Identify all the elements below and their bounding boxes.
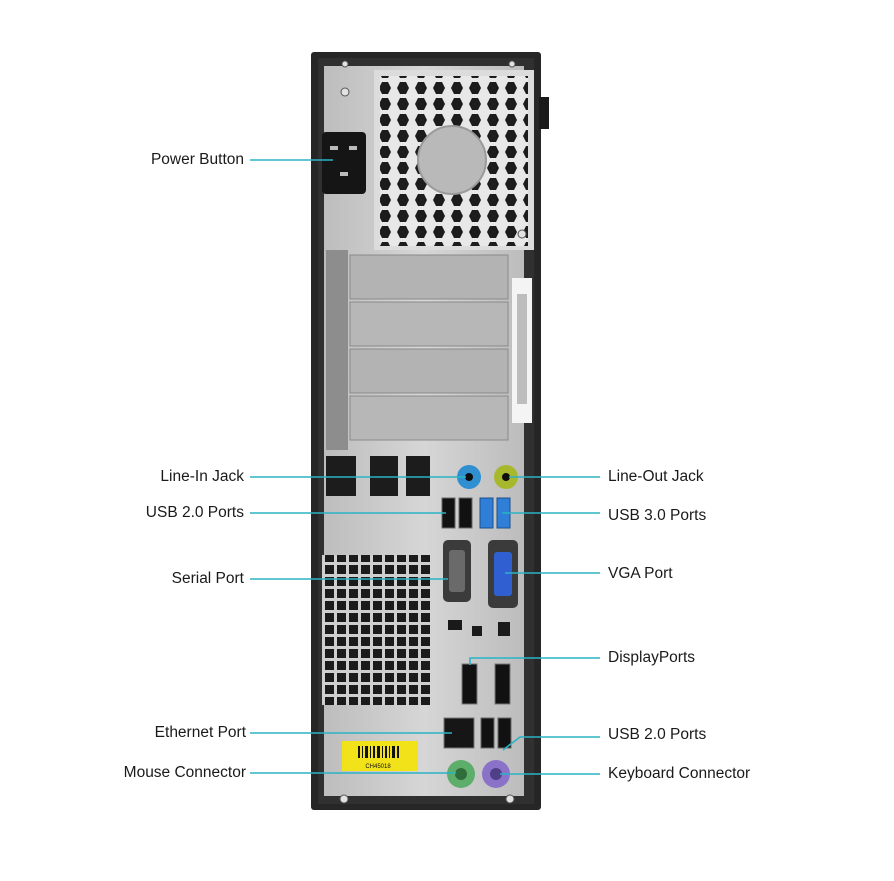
expansion-slots	[349, 254, 509, 441]
label-vga-port: VGA Port	[608, 565, 673, 582]
usb30-port-1	[479, 497, 494, 529]
power-connector	[322, 132, 366, 194]
usb20-port-lower-2	[497, 717, 512, 749]
label-power-button: Power Button	[150, 151, 244, 168]
fan-hub	[417, 125, 487, 195]
slot-bracket-left	[326, 250, 348, 450]
label-line-out-jack: Line-Out Jack	[608, 468, 704, 485]
leader-displayports	[469, 657, 600, 665]
displayport-1	[461, 663, 478, 705]
label-usb20-ports-upper: USB 2.0 Ports	[145, 504, 244, 521]
label-line-in-jack: Line-In Jack	[160, 468, 244, 485]
label-ethernet-port: Ethernet Port	[154, 724, 246, 741]
displayport-2	[494, 663, 511, 705]
label-keyboard-connector: Keyboard Connector	[608, 765, 751, 782]
usb20-port-upper-2	[458, 497, 473, 529]
leader-lines	[250, 159, 600, 775]
label-displayports: DisplayPorts	[608, 649, 695, 666]
vent-grid	[322, 555, 430, 705]
label-serial-port: Serial Port	[171, 570, 244, 587]
label-usb20-ports-lower: USB 2.0 Ports	[608, 726, 707, 743]
label-usb30-ports: USB 3.0 Ports	[608, 507, 707, 524]
leader-usb20-lower	[502, 736, 600, 751]
label-mouse-connector: Mouse Connector	[123, 764, 246, 781]
sticker-text: CH45018	[365, 764, 391, 770]
chassis-side-tab	[539, 97, 549, 129]
usb20-port-lower-1	[480, 717, 495, 749]
